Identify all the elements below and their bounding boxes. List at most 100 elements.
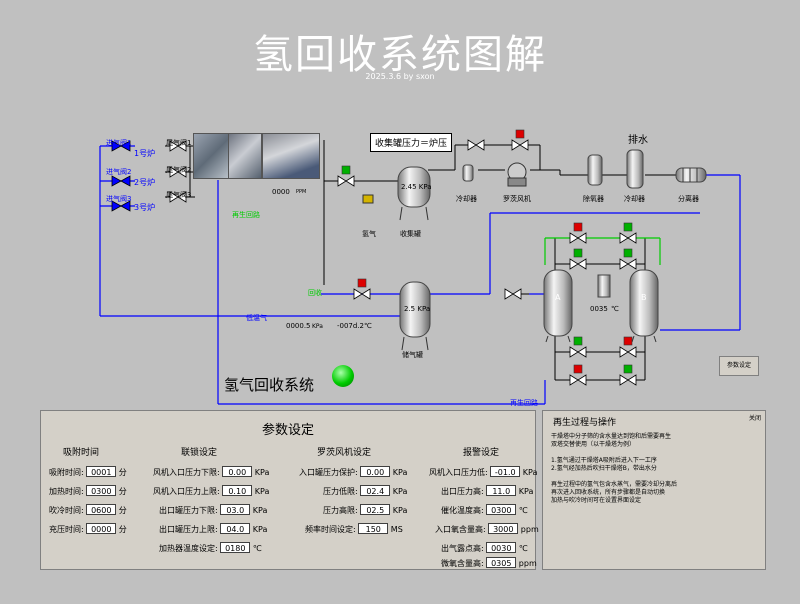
regen-line: 再次进入回收系统，所有步骤都是自动切换 — [551, 489, 666, 496]
param-row: 出口压力高: 11.0 KPa — [441, 485, 533, 497]
regen-text: 干燥塔中分子筛的含水量达到饱和后需要再生 双塔交替使用（以干燥塔为例） 1.氢气… — [551, 433, 761, 505]
param-input[interactable]: 0305 — [486, 557, 517, 568]
param-label: 微氧含量高: — [441, 559, 484, 568]
param-row: 压力低限: 02.4 KPa — [323, 485, 407, 497]
regen-line: 干燥塔中分子筛的含水量达到饱和后需要再生 — [551, 433, 672, 440]
param-unit: KPa — [254, 487, 270, 496]
param-row: 充压时间: 0000 分 — [49, 523, 127, 535]
param-label: 风机入口压力低: — [429, 468, 488, 477]
return-line-label: 低温气 — [246, 314, 267, 322]
vent-label: 排水 — [628, 135, 648, 146]
dehumidifier-label: 除氧器 — [583, 195, 604, 203]
regen-pipes — [544, 237, 661, 265]
param-label: 出口压力高: — [441, 487, 484, 496]
param-input[interactable]: 02.4 — [360, 485, 391, 496]
dew-unit: ℃ — [611, 305, 619, 313]
storage-tank-value: 2.5 KPa — [404, 305, 431, 313]
storage-tank-label: 储气罐 — [402, 351, 423, 359]
roots-fan-shape — [507, 162, 527, 187]
param-label: 频率时间设定: — [305, 525, 356, 534]
regen-panel-title: 再生过程与操作 — [553, 418, 617, 428]
param-input[interactable]: 150 — [358, 523, 389, 534]
param-input[interactable]: 0.10 — [222, 485, 253, 496]
param-row: 催化温度高: 0300 ℃ — [441, 504, 528, 516]
dew-reading: 0035 — [590, 305, 608, 313]
param-input[interactable]: 0.00 — [222, 466, 253, 477]
regen-line: 双塔交替使用（以干燥塔为例） — [551, 441, 636, 448]
param-label: 充压时间: — [49, 525, 84, 534]
param-input[interactable]: 3000 — [488, 523, 519, 534]
hydrogen-label: 氢气 — [362, 230, 376, 238]
param-row: 压力高限: 02.5 KPa — [323, 504, 407, 516]
param-unit: 分 — [118, 525, 127, 534]
param-unit: KPa — [252, 525, 268, 534]
collector-pressure-banner: 收集罐压力＝炉压 — [370, 133, 453, 152]
buffer-tank-label: 收集罐 — [400, 230, 421, 238]
param-input[interactable]: 0000 — [86, 523, 117, 534]
param-row: 风机入口压力低: -01.0 KPa — [429, 466, 537, 478]
param-label: 风机入口压力下限: — [153, 468, 220, 477]
param-label: 催化温度高: — [441, 506, 484, 515]
separator-shape — [675, 167, 707, 183]
furnace-photo-1 — [193, 133, 229, 179]
param-input[interactable]: 0180 — [220, 542, 251, 553]
param-unit: 分 — [118, 506, 127, 515]
regen-close-button[interactable]: 关闭 — [748, 415, 761, 422]
bottom-line-label: 再生回路 — [510, 399, 538, 407]
system-label: 氢气回收系统 — [224, 376, 315, 394]
param-label: 入口罐压力保护: — [299, 468, 358, 477]
param-unit: ℃ — [252, 544, 262, 553]
inlet-valve-1-label: 进气阀1 — [106, 139, 132, 147]
param-label: 出口罐压力下限: — [159, 506, 218, 515]
param-row: 出气露点高: 0030 ℃ — [441, 542, 528, 554]
param-input[interactable]: 02.5 — [360, 504, 391, 515]
param-input[interactable]: 0030 — [486, 542, 517, 553]
param-unit: KPa — [392, 487, 408, 496]
tank-b-label: B — [641, 293, 647, 302]
param-label: 压力低限: — [323, 487, 358, 496]
storage-tank-shape — [399, 281, 431, 351]
param-input[interactable]: 04.0 — [220, 523, 251, 534]
param-row: 吹冷时间: 0600 分 — [49, 504, 127, 516]
temp-unit: ℃ — [364, 322, 372, 330]
param-label: 出气露点高: — [441, 544, 484, 553]
param-label: 吹冷时间: — [49, 506, 84, 515]
param-label: 加热时间: — [49, 487, 84, 496]
exhaust-valve-2-label: 尾气阀2 — [166, 166, 192, 174]
pressure-unit: PPM — [296, 189, 307, 195]
param-label: 吸附时间: — [49, 468, 84, 477]
param-input[interactable]: 0300 — [86, 485, 117, 496]
param-unit: KPa — [392, 468, 408, 477]
separator-label: 分离器 — [678, 195, 699, 203]
furnace-photo-2 — [228, 133, 262, 179]
flow-unit: KPa — [312, 323, 323, 330]
param-unit: KPa — [522, 468, 538, 477]
param-unit: KPa — [252, 506, 268, 515]
regen-line: 2.氢气经加热后吹扫干燥塔B，带出水分 — [551, 465, 657, 472]
param-input[interactable]: 0001 — [86, 466, 117, 477]
valve-group — [111, 139, 637, 386]
buffer-tank-value: 2.45 KPa — [401, 183, 432, 191]
param-settings-button[interactable]: 参数设定 — [719, 356, 759, 376]
regen-line: 加热与吹冷时间可在设置界面设定 — [551, 497, 642, 504]
param-row: 出口罐压力上限: 04.0 KPa — [159, 523, 267, 535]
param-input[interactable]: 11.0 — [486, 485, 517, 496]
param-col4-header: 报警设定 — [463, 448, 500, 458]
param-unit: KPa — [254, 468, 270, 477]
param-input[interactable]: 0.00 — [360, 466, 391, 477]
param-input[interactable]: -01.0 — [490, 466, 521, 477]
param-input[interactable]: 0300 — [486, 504, 517, 515]
tank-b-shape — [629, 269, 659, 343]
pressure-reading: 0000 — [272, 188, 290, 196]
param-unit: 分 — [118, 487, 127, 496]
param-row: 微氧含量高: 0305 ppm — [441, 557, 537, 569]
param-label: 压力高限: — [323, 506, 358, 515]
roots-fan-label: 罗茨风机 — [503, 195, 531, 203]
param-row: 频率时间设定: 150 MS — [305, 523, 403, 535]
param-input[interactable]: 0600 — [86, 504, 117, 515]
param-row: 入口氧含量高: 3000 ppm — [435, 523, 539, 535]
condenser-label: 冷却器 — [624, 195, 645, 203]
param-input[interactable]: 03.0 — [220, 504, 251, 515]
param-unit: ℃ — [518, 544, 528, 553]
regen-line — [551, 449, 761, 457]
